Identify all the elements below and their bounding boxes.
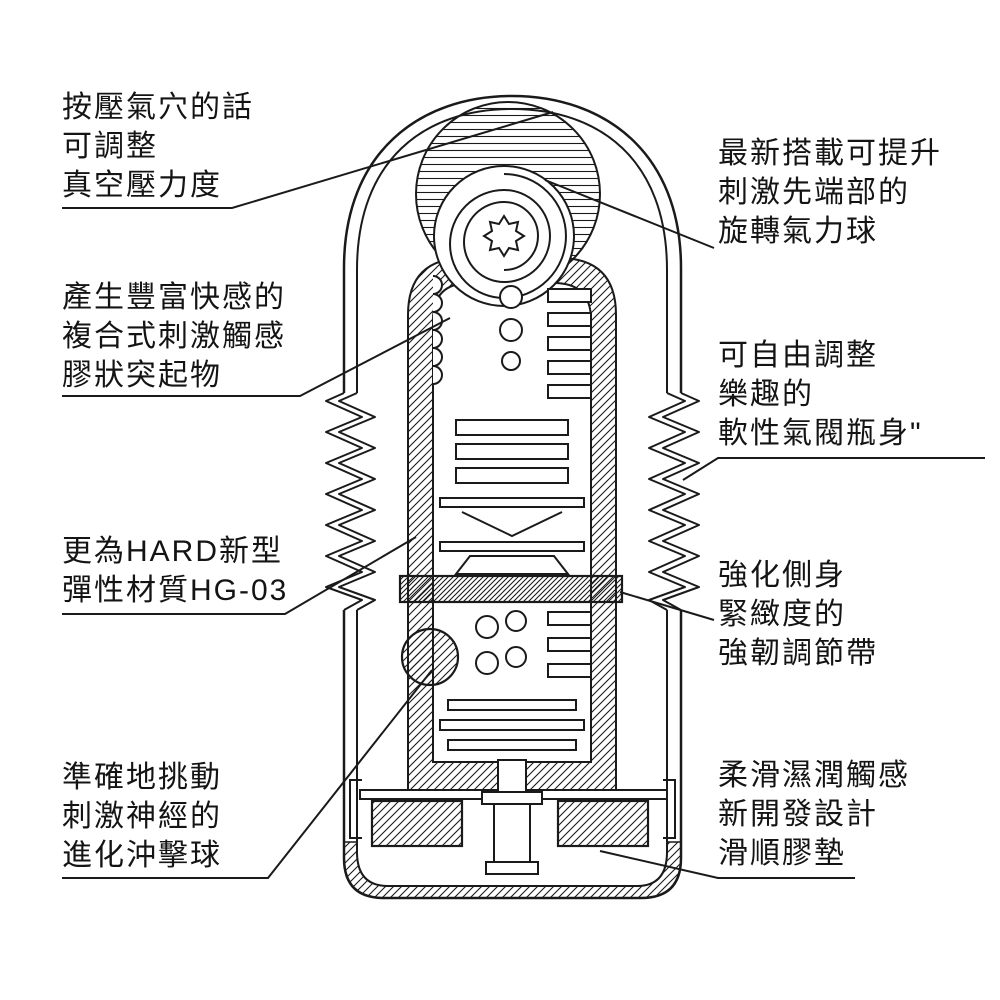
gel-nubs-texture — [432, 275, 443, 385]
leader-rotating-ball — [544, 179, 715, 249]
spiral-groove — [449, 173, 567, 300]
leader-material — [62, 536, 417, 615]
label-line: 柔滑濕潤觸感 — [718, 759, 910, 792]
leader-impact-ball — [62, 669, 433, 879]
base — [343, 759, 682, 899]
label-vacuum-pressure: 按壓氣穴的話 可調整 真空壓力度 — [62, 88, 254, 205]
impact-ball — [400, 627, 460, 687]
label-line: 軟性氣閥瓶身" — [718, 417, 923, 450]
inner-core-details — [439, 285, 592, 575]
label-line: 緊緻度的 — [718, 598, 846, 631]
stem-neck — [497, 759, 527, 793]
leader-vacuum — [62, 111, 554, 209]
leader-lines — [62, 111, 985, 879]
label-line: 膠狀突起物 — [62, 359, 222, 392]
label-gel-nubs: 產生豐富快感的 複合式刺激觸感 膠狀突起物 — [62, 278, 286, 395]
leader-valve-body — [682, 457, 985, 481]
lower-core-details — [439, 610, 592, 751]
top-spheres — [415, 101, 601, 307]
leader-nubs — [62, 317, 451, 397]
label-line: 新開發設計 — [718, 798, 878, 831]
label-rotating-ball: 最新搭載可提升 刺激先端部的 旋轉氣力球 — [718, 134, 942, 251]
label-material: 更為HARD新型 彈性材質HG-03 — [62, 532, 288, 610]
base-shell-section — [343, 841, 682, 899]
label-line: 刺激神經的 — [62, 800, 222, 833]
left-clip — [349, 779, 362, 839]
label-line: 準確地挑動 — [62, 761, 222, 794]
right-bellows — [662, 392, 700, 611]
label-line: 進化沖擊球 — [62, 839, 222, 872]
label-line: 樂趣的 — [718, 378, 814, 411]
leader-pad — [599, 850, 855, 879]
label-impact-ball: 準確地挑動 刺激神經的 進化沖擊球 — [62, 758, 222, 875]
label-line: 旋轉氣力球 — [718, 215, 878, 248]
right-clip — [663, 779, 676, 839]
tension-band — [398, 574, 624, 604]
label-tension-band: 強化側身 緊緻度的 強韌調節帶 — [718, 556, 878, 673]
label-line: 最新搭載可提升 — [718, 137, 942, 170]
label-line: 產生豐富快感的 — [62, 281, 286, 314]
leader-band — [619, 591, 715, 621]
label-line: 彈性材質HG-03 — [62, 574, 289, 607]
left-gel-pad — [370, 799, 464, 848]
label-line: 真空壓力度 — [62, 169, 222, 202]
label-line: 複合式刺激觸感 — [62, 320, 286, 353]
right-gel-pad — [556, 799, 650, 848]
spiral-core — [482, 214, 526, 258]
label-line: 更為HARD新型 — [62, 535, 284, 568]
label-line: 可自由調整 — [718, 339, 878, 372]
label-line: 刺激先端部的 — [718, 176, 910, 209]
label-gel-pad: 柔滑濕潤觸感 新開發設計 滑順膠墊 — [718, 756, 910, 873]
label-line: 按壓氣穴的話 — [62, 91, 254, 124]
label-line: 可調整 — [62, 130, 158, 163]
label-soft-valve-body: 可自由調整 樂趣的 軟性氣閥瓶身" — [718, 336, 923, 453]
label-line: 強韌調節帶 — [718, 637, 878, 670]
label-line: 滑順膠墊 — [718, 837, 846, 870]
label-line: 強化側身 — [718, 559, 846, 592]
